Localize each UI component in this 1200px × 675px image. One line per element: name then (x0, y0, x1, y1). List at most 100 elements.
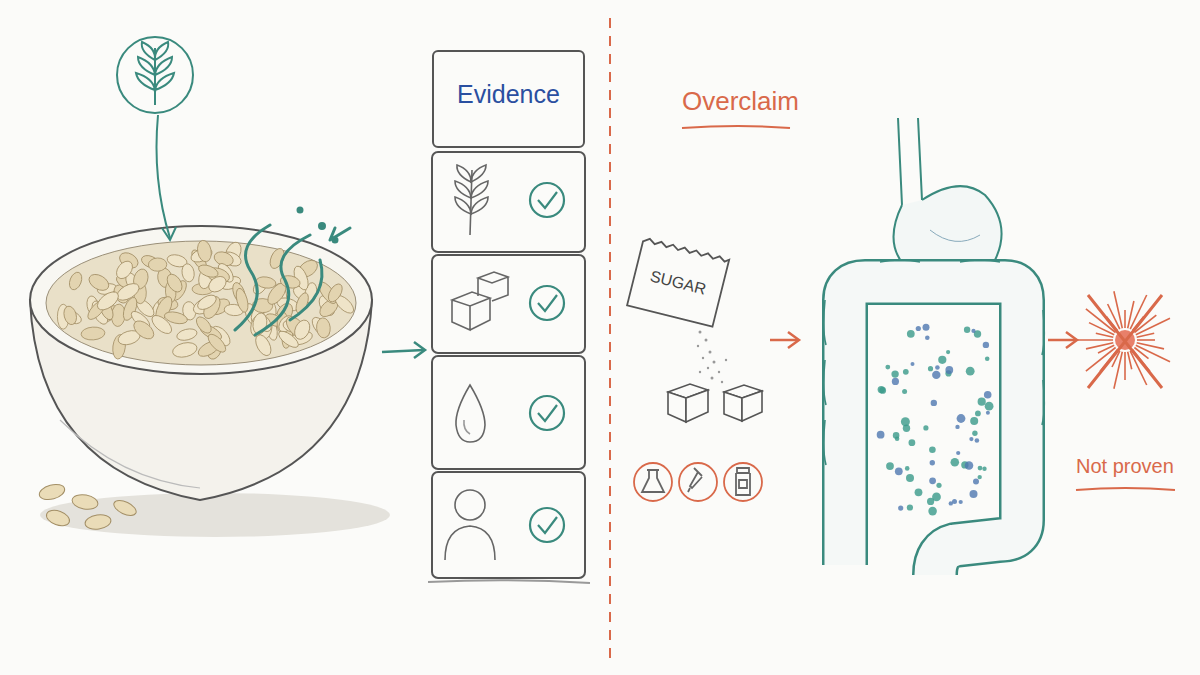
check-marks (530, 183, 564, 542)
not-proven-underline (1076, 488, 1175, 490)
burst-ray (1114, 352, 1122, 389)
oat-flake (326, 282, 345, 305)
bacteria-dot (978, 466, 983, 471)
oat-flake (292, 318, 313, 342)
gut-bacteria (877, 324, 994, 516)
arrow-bowl-to-evidence (382, 342, 425, 358)
divider-line (609, 18, 611, 662)
oat-flake (171, 340, 198, 359)
bacteria-dot (911, 362, 915, 366)
burst-ray (1124, 352, 1126, 380)
bacteria-dot (909, 439, 916, 446)
bacteria-dot (973, 479, 979, 485)
bacteria-dot (923, 324, 930, 331)
sugar-packet: SUGAR (624, 235, 732, 331)
bacteria-dot (891, 370, 898, 377)
overclaim-underline (682, 126, 790, 128)
oat-flake (148, 258, 167, 272)
burst-ray (1114, 291, 1122, 328)
arrow-leaf-to-bowl (157, 115, 177, 240)
burst-ray (1137, 339, 1155, 341)
bacteria-dot (925, 336, 930, 341)
evidence-stack (428, 152, 590, 583)
bacteria-dot (929, 477, 936, 484)
bacteria-dot (923, 425, 928, 430)
bacteria-dot (971, 329, 975, 333)
evidence-header-box: Evidence (432, 50, 585, 148)
bowl-shadow (40, 493, 390, 537)
bacteria-dot (915, 488, 923, 496)
bacteria-dot (985, 357, 990, 362)
bacteria-dot (907, 330, 915, 338)
bacteria-dot (983, 342, 989, 348)
crossed-burst (1075, 291, 1170, 388)
gut-illustration (824, 118, 1045, 575)
bacteria-dot (970, 417, 978, 425)
oat-flake (131, 317, 157, 342)
oat-flake (316, 317, 331, 338)
oat-flake (176, 327, 199, 342)
arrow-gut-to-effect (1048, 332, 1077, 348)
bacteria-dot (972, 431, 977, 436)
oat-flakes (57, 239, 356, 361)
bacteria-dot (901, 417, 910, 426)
bacteria-dot (906, 474, 914, 482)
oat-flake (234, 287, 250, 313)
evidence-heading: Evidence (457, 80, 560, 109)
bacteria-dot (916, 326, 921, 331)
bacteria-dot (966, 367, 975, 376)
bacteria-dot (949, 501, 953, 505)
oat-flake (62, 305, 78, 326)
grain-icon (117, 37, 193, 113)
oat-flake (113, 258, 135, 282)
bacteria-dot (892, 378, 899, 385)
burst-ray (1075, 339, 1113, 341)
bacteria-dot (902, 389, 907, 394)
bacteria-dot (935, 365, 940, 370)
bacteria-dot (978, 475, 982, 479)
bacteria-dot (978, 398, 986, 406)
sugar-cubes (668, 384, 762, 422)
bacteria-dot (936, 483, 941, 488)
burst-ray (1124, 310, 1126, 328)
oat-flake (114, 280, 142, 303)
bacteria-dot (938, 356, 946, 364)
bacteria-dot (956, 451, 960, 455)
bacteria-dot (946, 350, 950, 354)
bacteria-dot (965, 461, 974, 470)
bacteria-dot (964, 327, 970, 333)
bacteria-dot (895, 436, 900, 441)
bacteria-dot (955, 425, 959, 429)
not-proven-label: Not proven (1076, 455, 1174, 478)
bacteria-dot (929, 446, 936, 453)
arrow-sugar-to-gut (770, 332, 799, 348)
oat-bowl (30, 226, 372, 500)
bacteria-dot (982, 467, 986, 471)
bacteria-dot (905, 466, 910, 471)
oat-flake (195, 292, 218, 312)
bacteria-dot (932, 371, 940, 379)
oat-flake (205, 331, 228, 355)
stack-icons (445, 165, 508, 560)
bacteria-dot (951, 458, 960, 467)
bacteria-dot (985, 402, 994, 411)
oat-flake (181, 263, 196, 283)
oat-flake (86, 271, 111, 293)
oat-flake (164, 272, 185, 295)
overclaim-label: Overclaim (682, 86, 799, 117)
bacteria-dot (959, 500, 963, 504)
sugar-granules (697, 331, 727, 384)
steam (235, 208, 350, 335)
bacteria-dot (928, 366, 933, 371)
bacteria-dot (986, 411, 990, 415)
bacteria-dot (931, 400, 937, 406)
bacteria-dot (895, 467, 903, 475)
burst-ray (1137, 333, 1155, 337)
burst-ray (1128, 352, 1132, 370)
bacteria-dot (930, 460, 935, 465)
oat-flake (67, 270, 84, 291)
bacteria-dot (927, 498, 934, 505)
loose-oats (38, 482, 139, 531)
